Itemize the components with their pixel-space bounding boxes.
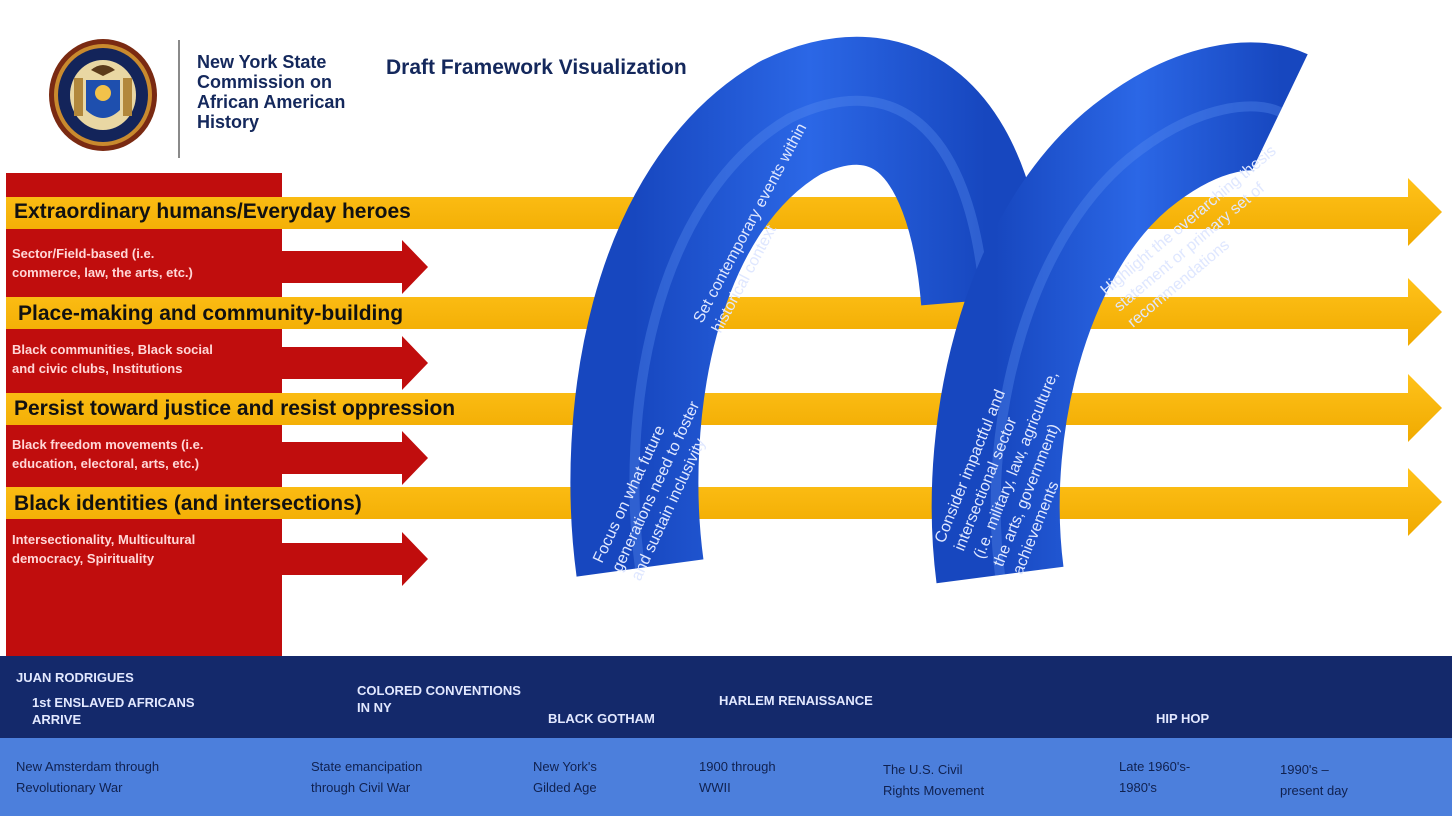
gold-arrow-3	[6, 374, 1442, 442]
era-label: BLACK GOTHAM	[548, 711, 655, 726]
period-label: Late 1960's-1980's	[1119, 759, 1191, 795]
organization-name: New York State Commission on African Ame…	[197, 52, 377, 132]
red-arrow-2	[276, 336, 428, 390]
page-title: Draft Framework Visualization	[386, 56, 687, 79]
header-divider	[178, 40, 180, 158]
era-label: HARLEM RENAISSANCE	[719, 693, 873, 708]
era-label: JUAN RODRIGUES	[16, 670, 134, 685]
pillar-label: Place-making and community-building	[18, 302, 404, 325]
timeline-eras-band	[0, 656, 1452, 738]
pillar-label: Extraordinary humans/Everyday heroes	[14, 200, 411, 223]
pillar-sub-label: Black freedom movements (i.e.education, …	[12, 437, 204, 471]
org-line: New York State	[197, 52, 327, 72]
org-line: Commission on	[197, 72, 333, 92]
nys-seal-icon	[49, 39, 157, 151]
blue-tube-left	[570, 36, 1049, 577]
era-label: HIP HOP	[1156, 711, 1210, 726]
pillar-sub-label: Sector/Field-based (i.e.commerce, law, t…	[12, 246, 193, 280]
red-arrow-4	[276, 532, 428, 586]
timeline-periods-band	[0, 738, 1452, 816]
blue-tube-right	[931, 42, 1308, 584]
pillar-label: Persist toward justice and resist oppres…	[14, 397, 456, 420]
org-line: African American	[197, 92, 346, 112]
pillar-label: Black identities (and intersections)	[14, 492, 362, 515]
org-line: History	[197, 112, 260, 132]
gold-arrow-4	[6, 468, 1442, 536]
red-arrow-1	[276, 240, 428, 294]
period-label: 1990's –present day	[1280, 762, 1348, 798]
red-arrow-3	[276, 431, 428, 485]
